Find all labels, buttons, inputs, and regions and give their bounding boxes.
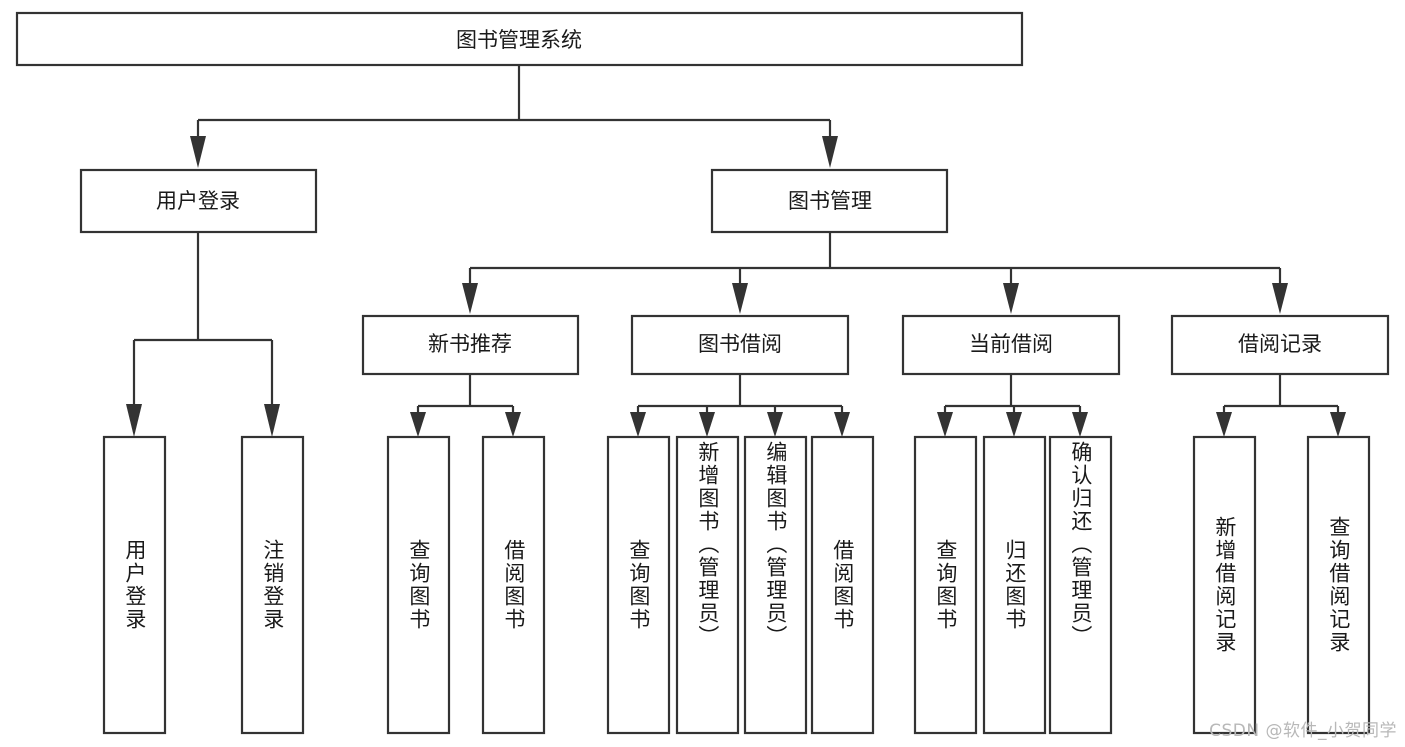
connector-userlogin-to-leaves: [126, 232, 280, 437]
leaf-box-new-book-1[interactable]: [481, 435, 546, 735]
level2-label-0: 用户登录: [156, 189, 240, 213]
node-borrow-record[interactable]: 借阅记录: [1170, 314, 1390, 376]
level2-box-0[interactable]: [79, 168, 318, 234]
root-box[interactable]: [15, 11, 1024, 67]
connector-borrowrecord-to-leaves: [1216, 374, 1346, 437]
arrow-down-icon: [126, 404, 142, 437]
leaf-box-new-book-0[interactable]: [386, 435, 451, 735]
arrow-down-icon: [190, 136, 206, 168]
arrow-down-icon: [699, 412, 715, 437]
leaf-box-current-borrow-2[interactable]: [1048, 435, 1113, 735]
node-new-book-recommend[interactable]: 新书推荐: [361, 314, 580, 376]
leaf-box-borrow-record-1[interactable]: [1306, 435, 1371, 735]
leaf-box-book-borrow-2[interactable]: [743, 435, 808, 735]
connector-bookborrow-to-leaves: [630, 374, 850, 437]
level3-box-2[interactable]: [901, 314, 1121, 376]
node-current-borrow[interactable]: 当前借阅: [901, 314, 1121, 376]
connector-bookmgmt-to-level3: [462, 232, 1288, 314]
arrow-down-icon: [1006, 412, 1022, 437]
level3-label-0: 新书推荐: [428, 332, 512, 356]
arrow-down-icon: [822, 136, 838, 168]
leaf-box-book-borrow-3[interactable]: [810, 435, 875, 735]
level3-label-1: 图书借阅: [698, 332, 782, 356]
arrow-down-icon: [1072, 412, 1088, 437]
arrow-down-icon: [1216, 412, 1232, 437]
level3-label-2: 当前借阅: [969, 332, 1053, 356]
leaf-box-user-login-0[interactable]: [102, 435, 167, 735]
arrow-down-icon: [732, 283, 748, 314]
leaf-box-user-login-1[interactable]: [240, 435, 305, 735]
arrow-down-icon: [505, 412, 521, 437]
root-label: 图书管理系统: [456, 28, 582, 52]
arrow-down-icon: [937, 412, 953, 437]
arrow-down-icon: [264, 404, 280, 437]
node-book-management[interactable]: 图书管理: [710, 168, 949, 234]
arrow-down-icon: [630, 412, 646, 437]
leaf-box-book-borrow-1[interactable]: [675, 435, 740, 735]
connector-newbook-to-leaves: [410, 374, 521, 437]
connector-root-to-level2: [190, 65, 838, 168]
csdn-watermark: CSDN @软件_小贺同学: [1209, 721, 1397, 741]
arrow-down-icon: [834, 412, 850, 437]
arrow-down-icon: [767, 412, 783, 437]
level3-label-3: 借阅记录: [1238, 332, 1322, 356]
arrow-down-icon: [410, 412, 426, 437]
level2-label-1: 图书管理: [788, 189, 872, 213]
node-book-borrow[interactable]: 图书借阅: [630, 314, 850, 376]
arrow-down-icon: [462, 283, 478, 314]
arrow-down-icon: [1003, 283, 1019, 314]
arrow-down-icon: [1272, 283, 1288, 314]
leaf-box-current-borrow-0[interactable]: [913, 435, 978, 735]
leaf-box-book-borrow-0[interactable]: [606, 435, 671, 735]
leaf-box-borrow-record-0[interactable]: [1192, 435, 1257, 735]
arrow-down-icon: [1330, 412, 1346, 437]
level3-box-0[interactable]: [361, 314, 580, 376]
connector-currentborrow-to-leaves: [937, 374, 1088, 437]
node-root[interactable]: 图书管理系统: [15, 11, 1024, 67]
leaf-box-current-borrow-1[interactable]: [982, 435, 1047, 735]
node-user-login[interactable]: 用户登录: [79, 168, 318, 234]
